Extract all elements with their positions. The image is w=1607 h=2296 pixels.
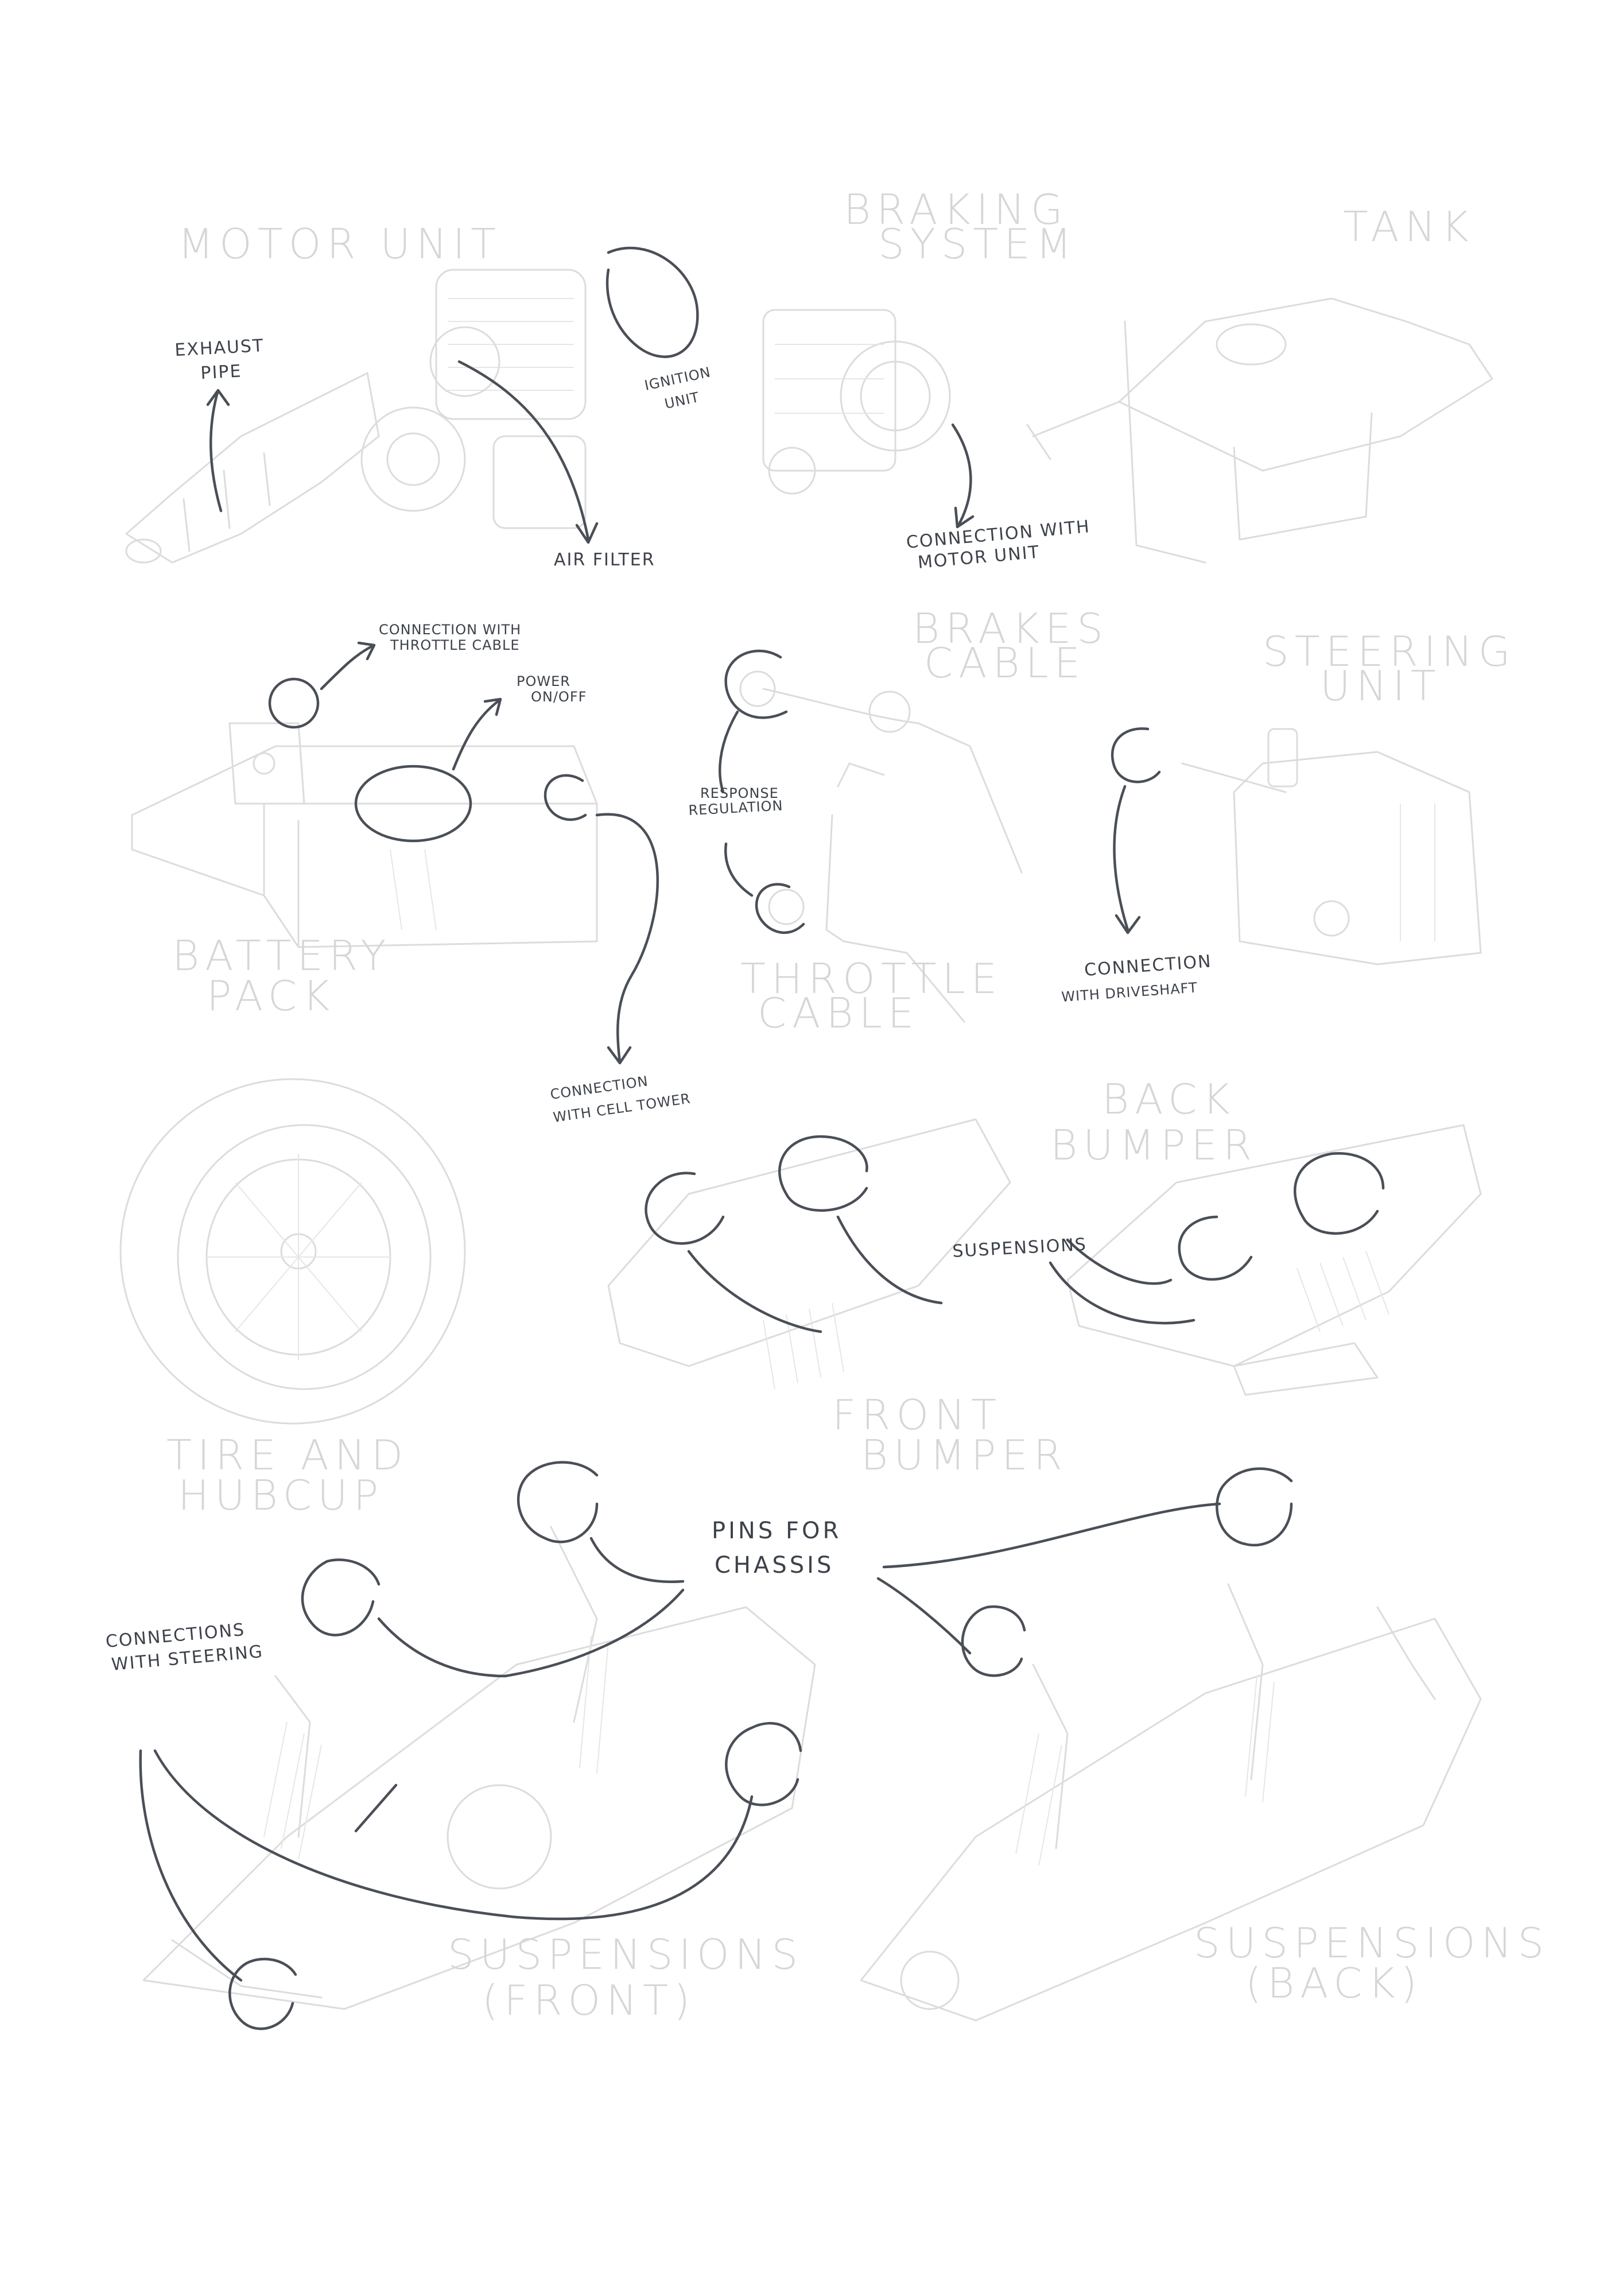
pin-circle-front-left — [301, 1558, 381, 1636]
label-air-filter: AIR FILTER — [554, 550, 655, 570]
front-bumper-circle-2 — [778, 1135, 868, 1212]
section-title-tire-line1: TIRE AND — [166, 1431, 409, 1479]
steering-left-swoop — [139, 1749, 243, 1982]
response-bracket — [719, 710, 754, 897]
section-title-back-bumper-line1: BACK — [1102, 1075, 1236, 1123]
back-bumper-swoop-1 — [1049, 1261, 1195, 1325]
braking-system-drawing — [762, 309, 951, 495]
tank-drawing — [1026, 297, 1493, 564]
section-title-throttle-cable-line1: THROTTLE — [740, 955, 1003, 1003]
pin-swoop-front-top — [589, 1537, 685, 1583]
response-upper-circle — [724, 649, 788, 719]
section-titles: MOTOR UNIT BRAKING SYSTEM TANK BRAKES CA… — [166, 185, 1550, 2024]
section-title-battery-pack-line1: BATTERY — [172, 932, 391, 980]
section-title-braking-system-line1: BRAKING — [844, 185, 1069, 234]
front-axle-dashes — [354, 1783, 398, 1833]
label-power-line2: ON/OFF — [531, 689, 587, 705]
back-bumper-swoop-2 — [1066, 1238, 1173, 1285]
part-drawings — [119, 269, 1493, 2022]
front-bumper-swoop-2 — [836, 1215, 943, 1305]
pin-circle-back-left — [961, 1605, 1026, 1677]
bumpers-drawing — [607, 1118, 1482, 1396]
section-title-steering-unit-line1: STEERING — [1263, 627, 1516, 676]
section-title-suspensions-front-line2: (FRONT) — [482, 1976, 696, 2024]
section-title-tank: TANK — [1343, 203, 1474, 251]
section-title-motor-unit: MOTOR UNIT — [178, 220, 502, 268]
label-ignition-unit-line2: UNIT — [663, 389, 701, 412]
throttle-connection-arrow — [320, 641, 376, 691]
suspensions-back-drawing — [860, 1583, 1482, 2022]
pin-circle-back-top — [1216, 1467, 1293, 1547]
section-title-brakes-cable-line2: CABLE — [924, 639, 1086, 687]
steering-unit-drawing — [1181, 728, 1482, 965]
label-pins-line2: CHASSIS — [715, 1552, 834, 1578]
section-title-suspensions-front-line1: SUSPENSIONS — [448, 1930, 804, 1979]
section-title-tire-line2: HUBCUP — [178, 1471, 384, 1519]
battery-pack-drawing — [131, 722, 598, 948]
response-lower-circle — [755, 883, 805, 934]
throttle-connection-circle — [268, 677, 320, 729]
motor-unit-drawing — [125, 269, 587, 564]
pin-swoop-back-top — [882, 1502, 1221, 1569]
section-title-suspensions-back-line2: (BACK) — [1245, 1959, 1423, 2007]
label-response-line1: RESPONSE — [700, 785, 779, 801]
section-title-steering-unit-line2: UNIT — [1320, 662, 1442, 710]
back-bumper-circle-1 — [1178, 1215, 1253, 1281]
cell-tower-arrow — [595, 813, 659, 1065]
throttle-cable-drawing — [739, 670, 1023, 1023]
air-filter-arrow — [457, 360, 599, 544]
front-bumper-circle-1 — [645, 1172, 725, 1245]
label-driveshaft-line1: CONNECTION — [1084, 952, 1212, 980]
label-suspensions: SUSPENSIONS — [952, 1235, 1088, 1262]
section-title-suspensions-back-line1: SUSPENSIONS — [1194, 1919, 1550, 1967]
pin-circle-front-top — [517, 1461, 599, 1543]
cell-tower-circle — [544, 774, 587, 821]
tire-drawing — [119, 1078, 466, 1425]
section-title-front-bumper-line2: BUMPER — [861, 1431, 1068, 1479]
label-driveshaft-line2: WITH DRIVESHAFT — [1061, 979, 1198, 1005]
callout-marks — [139, 246, 1385, 2030]
section-title-back-bumper-line2: BUMPER — [1050, 1121, 1257, 1169]
section-title-battery-pack-line2: PACK — [207, 972, 335, 1020]
suspensions-front-drawing — [142, 1526, 816, 2010]
section-title-brakes-cable-line1: BRAKES — [913, 604, 1109, 653]
section-title-throttle-cable-line2: CABLE — [758, 989, 919, 1037]
steering-circle-bottom — [228, 1957, 297, 2030]
power-switch-arrow — [452, 697, 502, 771]
driveshaft-arrow — [1113, 785, 1141, 934]
pin-swoop-front-left — [377, 1588, 685, 1678]
section-title-front-bumper-line1: FRONT — [832, 1391, 1002, 1439]
label-ignition-unit-line1: IGNITION — [643, 364, 712, 394]
label-exhaust-pipe-line2: PIPE — [200, 361, 243, 383]
ignition-unit-circle — [605, 246, 699, 358]
pin-swoop-back-left — [876, 1577, 972, 1655]
label-exhaust-pipe-line1: EXHAUST — [174, 336, 265, 360]
pin-circle-front-right — [725, 1721, 802, 1806]
label-power-line1: POWER — [517, 673, 570, 689]
back-bumper-circle-2 — [1294, 1152, 1385, 1235]
front-bumper-swoop-1 — [687, 1250, 822, 1333]
exhaust-pipe-arrow — [206, 389, 230, 513]
steering-long-swoop — [153, 1749, 754, 1921]
driveshaft-circle — [1111, 727, 1161, 784]
label-pins-line1: PINS FOR — [712, 1518, 841, 1544]
power-switch-ellipse — [354, 765, 472, 843]
label-connection-throttle-line2: THROTTLE CABLE — [390, 637, 520, 653]
label-connection-throttle-line1: CONNECTION WITH — [379, 622, 521, 638]
connection-motor-unit-arrow — [951, 423, 975, 529]
section-title-braking-system-line2: SYSTEM — [878, 220, 1077, 268]
